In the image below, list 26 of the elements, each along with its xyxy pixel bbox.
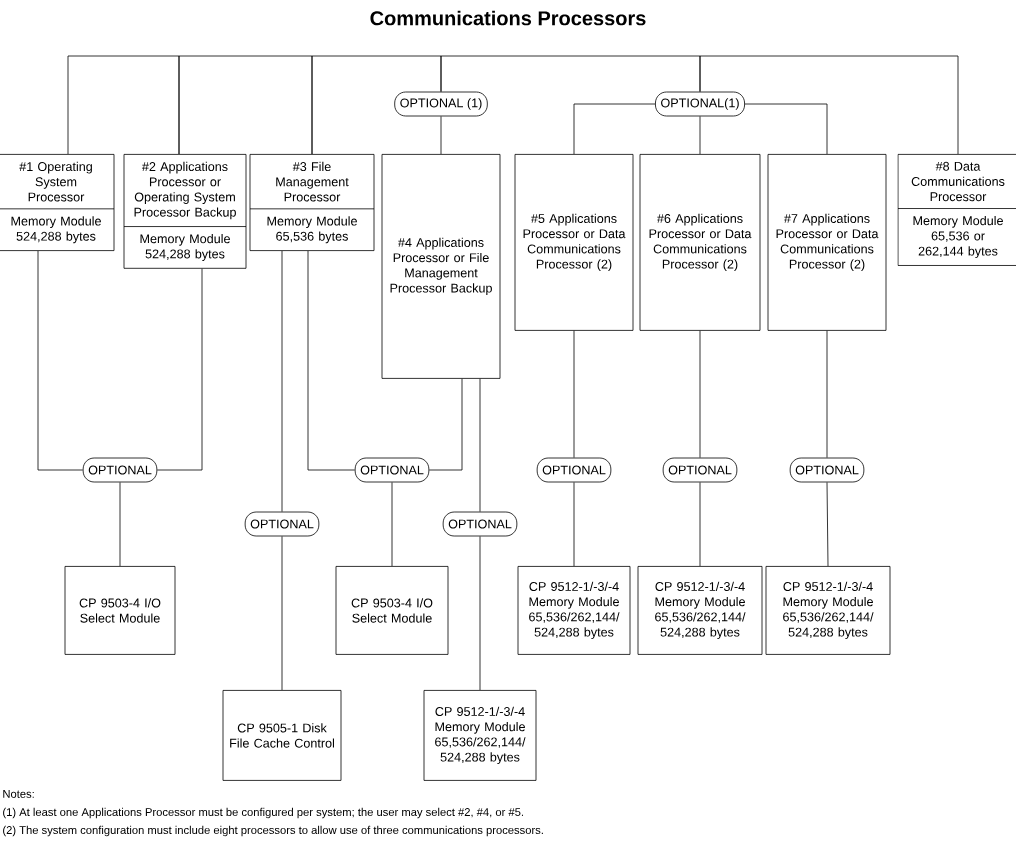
- connector-line: [281, 250, 283, 512]
- connector-line: [440, 55, 701, 92]
- title: Communications Processors: [370, 10, 646, 26]
- connector-line: [699, 330, 701, 458]
- connector-line: [744, 103, 828, 155]
- connector-line: [119, 482, 121, 567]
- connector-line: [479, 536, 481, 691]
- connector-line: [440, 116, 442, 155]
- connector-line: [826, 330, 828, 458]
- connector-line: [573, 482, 575, 567]
- connector-line: [699, 116, 701, 155]
- connector-line: [573, 330, 575, 458]
- connector-line: [479, 378, 481, 512]
- connector-line: [699, 482, 701, 567]
- connector-line: [573, 103, 656, 155]
- connector-line: [826, 482, 829, 567]
- connector-line: [311, 55, 442, 155]
- connector-line: [178, 55, 313, 155]
- connector-line: [307, 250, 356, 471]
- connector-line: [281, 536, 283, 691]
- connector-line: [699, 55, 959, 155]
- connector-line: [37, 250, 84, 471]
- connector-line: [67, 55, 180, 155]
- connector-line: [391, 482, 393, 567]
- connector-line: [156, 268, 203, 471]
- connector-line: [428, 378, 463, 471]
